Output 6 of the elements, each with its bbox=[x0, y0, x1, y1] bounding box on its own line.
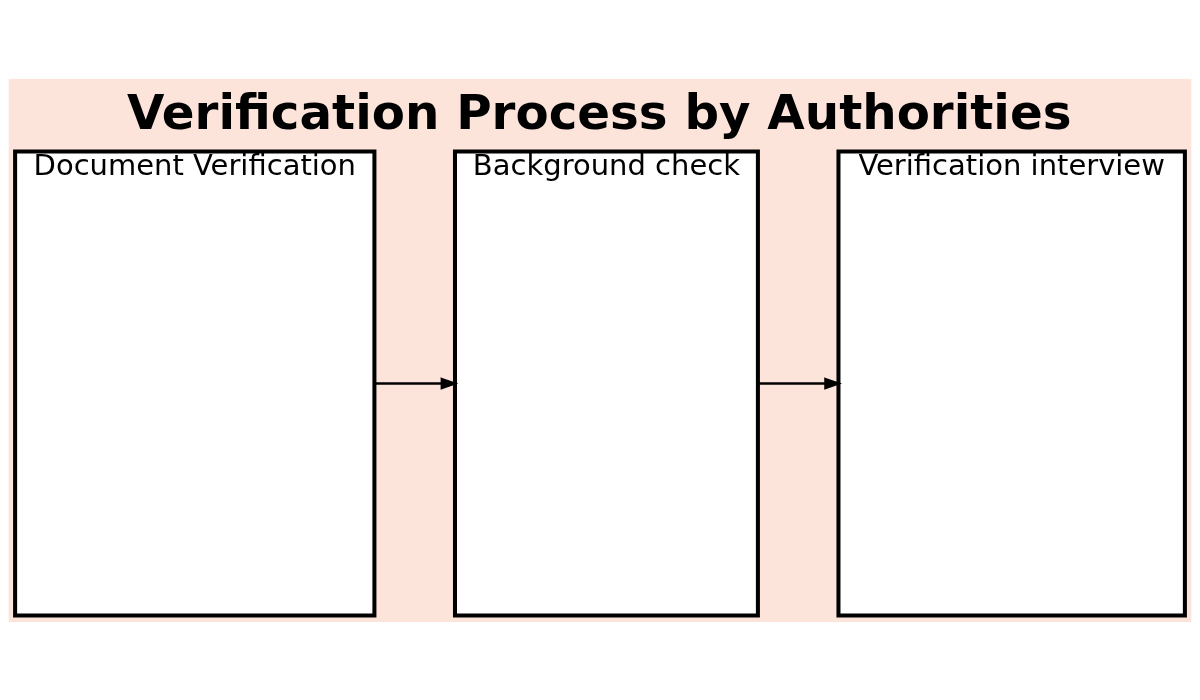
arrow bbox=[374, 376, 459, 390]
node-box: Background check bbox=[452, 149, 760, 618]
diagram-title: Verification Process by Authorities bbox=[127, 83, 1072, 140]
node-box: Verification interview bbox=[836, 149, 1187, 618]
arrow bbox=[758, 376, 842, 390]
node-box: Document Verification bbox=[13, 149, 377, 618]
